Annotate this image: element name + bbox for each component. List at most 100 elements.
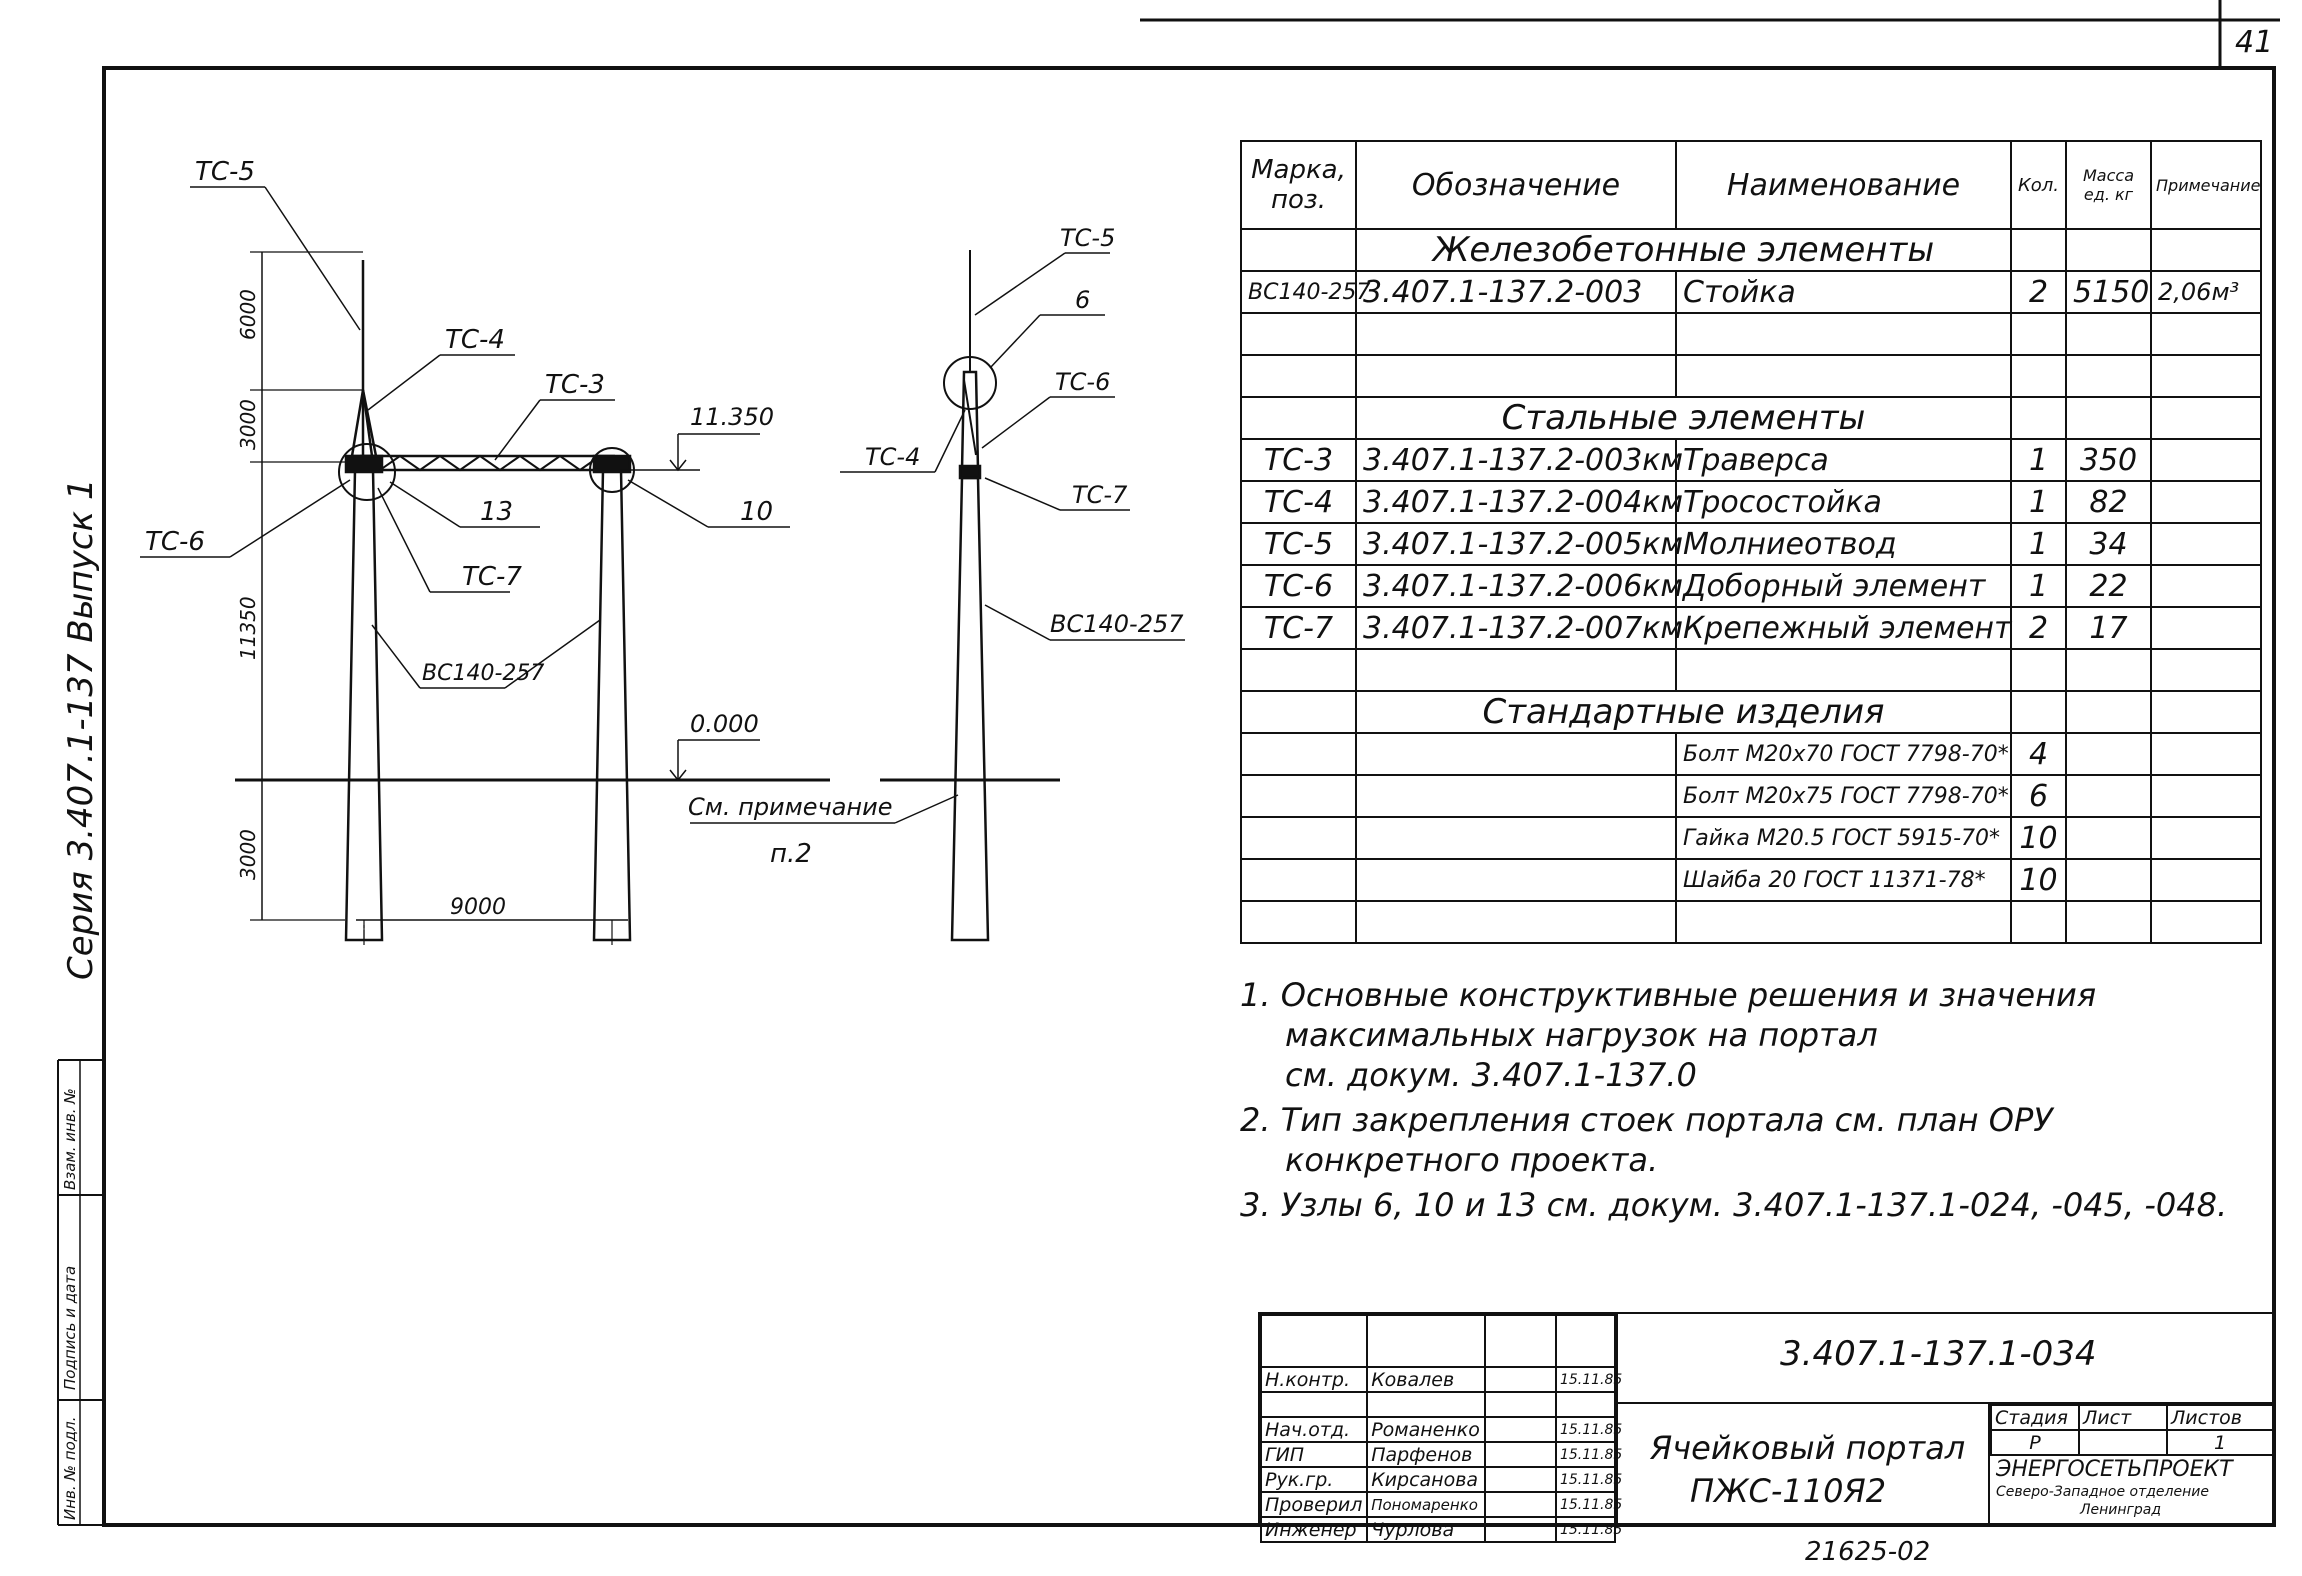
- spec-header-row: Марка, поз. Обозначение Наименование Кол…: [1240, 140, 2262, 230]
- spec-section-title: Стандартные изделия: [1240, 690, 2262, 734]
- front-label-10: 10: [740, 497, 773, 527]
- role-person: Парфенов: [1366, 1441, 1487, 1468]
- note-1-line-1: 1. Основные конструктивные решения и зна…: [1240, 976, 2097, 1014]
- spec-header-name: Наименование: [1675, 140, 2012, 230]
- stage-value: Р: [1990, 1429, 2080, 1456]
- role-date: 15.11.85: [1554, 1466, 1622, 1493]
- cell-name: Тросостойка: [1675, 480, 2012, 524]
- note-2-line-1: 2. Тип закрепления стоек портала см. пла…: [1240, 1101, 2053, 1139]
- cell-qty: 10: [2010, 816, 2067, 860]
- front-label-tc6: ТС-6: [145, 527, 205, 557]
- org-line-1: ЭНЕРГОСЕТЬПРОЕКТ: [1996, 1457, 2233, 1482]
- cell-designation: 3.407.1-137.2-003км: [1355, 438, 1683, 482]
- elevation-top: 11.350: [690, 403, 774, 431]
- dim-11350: 11350: [236, 596, 260, 660]
- note-2-line-2: конкретного проекта.: [1285, 1141, 1659, 1179]
- front-label-tc3: ТС-3: [545, 370, 605, 400]
- side-label-tc7: ТС-7: [1072, 481, 1128, 509]
- role-title: Нач.отд.: [1259, 1416, 1369, 1443]
- front-label-tc4: ТС-4: [445, 325, 505, 355]
- cell-name: Гайка М20.5 ГОСТ 5915-70*: [1675, 816, 2012, 860]
- role-person: Чурлова: [1366, 1516, 1487, 1543]
- role-row: Рук.гр.Кирсанова 15.11.85: [1259, 1466, 1622, 1493]
- elevation-zero: 0.000: [690, 710, 759, 738]
- cell-mass: 17: [2065, 606, 2152, 650]
- cell-mass: 82: [2065, 480, 2152, 524]
- section-title-std: Стандартные изделия: [1355, 690, 2012, 734]
- dim-span: 9000: [450, 895, 506, 920]
- spec-header-qty: Кол.: [2010, 140, 2067, 230]
- role-date: 15.11.85: [1554, 1516, 1622, 1543]
- cell-qty: 1: [2010, 564, 2067, 608]
- side-label-tc6: ТС-6: [1055, 368, 1110, 396]
- cell-qty: 4: [2010, 732, 2067, 776]
- bottom-code: 21625-02: [1805, 1537, 1930, 1567]
- side-series: Серия 3.407.1-137 Выпуск 1: [61, 478, 101, 980]
- side-label-tc5: ТС-5: [1060, 224, 1115, 252]
- cell-note: 2,06м³: [2150, 270, 2262, 314]
- table-row: ТС-5 3.407.1-137.2-005км Молниеотвод 1 3…: [1240, 522, 2262, 566]
- role-title: Проверил: [1259, 1491, 1369, 1518]
- note-ref-1: См. примечание: [688, 793, 892, 821]
- role-date: 15.11.85: [1554, 1441, 1622, 1468]
- table-row: Гайка М20.5 ГОСТ 5915-70* 10: [1240, 816, 2262, 860]
- doc-number: 3.407.1-137.1-034: [1780, 1334, 2097, 1374]
- cell-qty: 1: [2010, 522, 2067, 566]
- front-label-tc5: ТС-5: [195, 157, 255, 187]
- cell-mark: ВС140-257: [1240, 270, 1370, 314]
- front-label-13: 13: [480, 497, 513, 527]
- role-title: ГИП: [1259, 1441, 1369, 1468]
- cell-designation: 3.407.1-137.2-007км: [1355, 606, 1683, 650]
- role-date: 15.11.85: [1554, 1416, 1622, 1443]
- section-title-rc: Железобетонные элементы: [1355, 228, 2012, 272]
- cell-qty: 2: [2010, 606, 2067, 650]
- cell-designation: 3.407.1-137.2-004км: [1355, 480, 1683, 524]
- stamp-inv: Инв. № подл.: [61, 1417, 79, 1520]
- role-title: Н.контр.: [1259, 1366, 1369, 1393]
- table-row: Болт М20х70 ГОСТ 7798-70* 4: [1240, 732, 2262, 776]
- page-number: 41: [2235, 25, 2273, 60]
- cell-mark: ТС-7: [1240, 606, 1357, 650]
- table-row: Шайба 20 ГОСТ 11371-78* 10: [1240, 858, 2262, 902]
- note-1-line-2: максимальных нагрузок на портал: [1285, 1016, 1878, 1054]
- spec-table: Марка, поз. Обозначение Наименование Кол…: [1240, 140, 2262, 944]
- sheet-frame: [57, 0, 2280, 1527]
- side-labels: ТС-5 6 ТС-6 ТС-4 ТС-7 ВС140-257: [865, 224, 1184, 638]
- role-date: 15.11.85: [1554, 1491, 1622, 1518]
- stamp-replace: Взам. инв. №: [61, 1088, 79, 1190]
- cell-qty: 2: [2010, 270, 2067, 314]
- role-row: Нач.отд.Романенко 15.11.85: [1259, 1416, 1622, 1443]
- role-date: 15.11.85: [1554, 1366, 1622, 1393]
- sheets-header: Листов: [2166, 1404, 2274, 1431]
- role-title: Рук.гр.: [1259, 1466, 1369, 1493]
- cell-designation: 3.407.1-137.2-006км: [1355, 564, 1683, 608]
- role-person: Кирсанова: [1366, 1466, 1487, 1493]
- table-row: [1240, 354, 2262, 398]
- cell-name: Крепежный элемент: [1675, 606, 2012, 650]
- cell-mass: 350: [2065, 438, 2152, 482]
- cell-mass: 5150: [2065, 270, 2152, 314]
- table-row: [1240, 312, 2262, 356]
- cell-designation: 3.407.1-137.2-005км: [1355, 522, 1683, 566]
- note-3: 3. Узлы 6, 10 и 13 см. докум. 3.407.1-13…: [1240, 1186, 2228, 1224]
- spec-header-note: Примечание: [2150, 140, 2262, 230]
- front-label-tc7: ТС-7: [462, 562, 522, 592]
- spec-header-mark: Марка, поз.: [1240, 140, 1357, 230]
- doc-name-line-2: ПЖС-110Я2: [1690, 1472, 1887, 1510]
- table-row: ТС-7 3.407.1-137.2-007км Крепежный элеме…: [1240, 606, 2262, 650]
- side-label-tc4: ТС-4: [865, 443, 920, 471]
- spec-section-title: Стальные элементы: [1240, 396, 2262, 440]
- spec-header-mass: Масса ед. кг: [2065, 140, 2152, 230]
- dim-3000-bottom: 3000: [236, 829, 260, 880]
- section-title-steel: Стальные элементы: [1355, 396, 2012, 440]
- side-label-column: ВС140-257: [1050, 610, 1184, 638]
- role-person: Романенко: [1366, 1416, 1487, 1443]
- doc-name-line-1: Ячейковый портал: [1650, 1429, 1966, 1467]
- cell-designation: 3.407.1-137.2-003: [1355, 270, 1677, 314]
- table-row: Болт М20х75 ГОСТ 7798-70* 6: [1240, 774, 2262, 818]
- cell-name: Шайба 20 ГОСТ 11371-78*: [1675, 858, 2012, 902]
- role-person: Пономаренко: [1366, 1491, 1487, 1518]
